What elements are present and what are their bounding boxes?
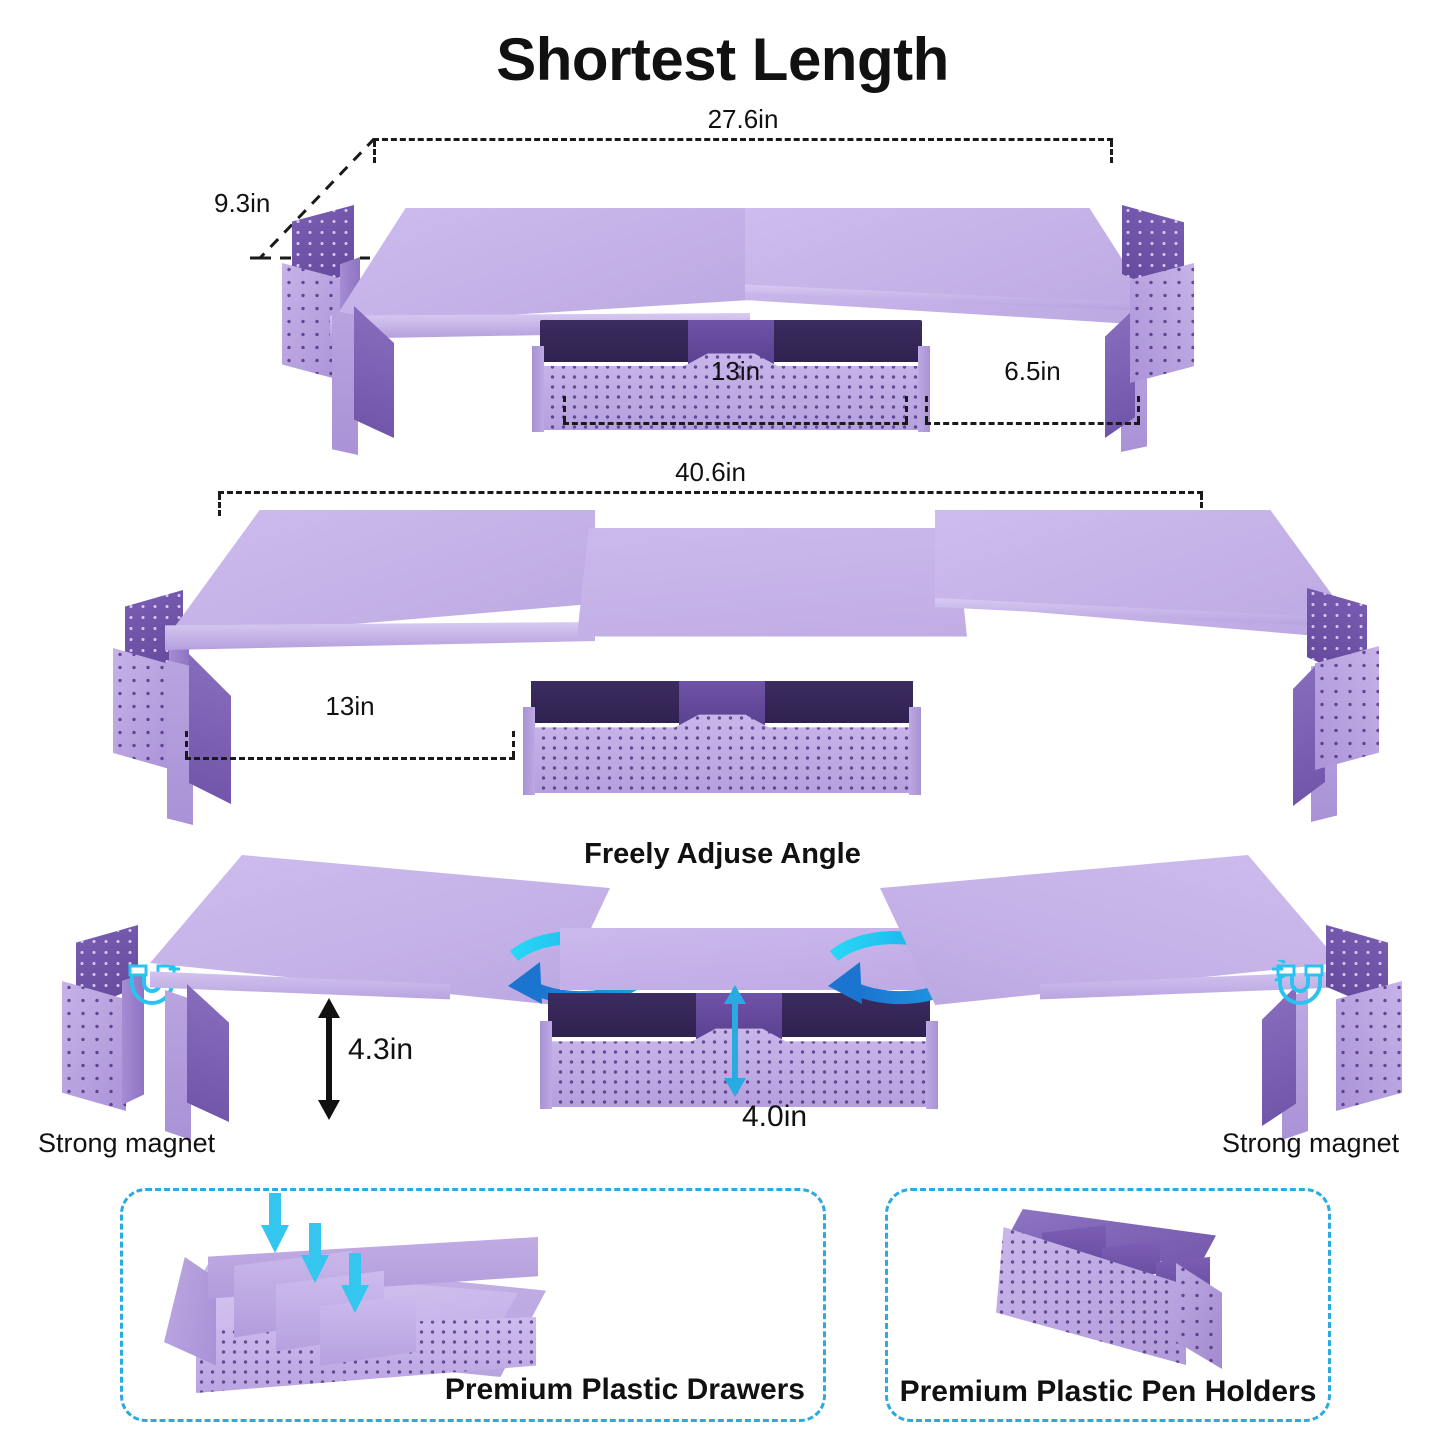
- pen-holder-left: [282, 205, 360, 381]
- dim-height-4-0: [722, 985, 748, 1102]
- dim-width-40-6-label: 40.6in: [675, 457, 746, 487]
- pen-holder-icon: [980, 1205, 1260, 1385]
- page-title: Shortest Length: [496, 26, 949, 93]
- dim-width-27-6-label: 27.6in: [707, 104, 779, 134]
- pen-holder-magnet-right: [1318, 925, 1418, 1115]
- leg-left: [332, 306, 394, 455]
- dim-center-13-ext-label: 13in: [325, 691, 375, 721]
- dim-width-40-6: 40.6in: [218, 457, 1203, 516]
- feature-panel-pen-holders: Premium Plastic Pen Holders: [885, 1188, 1331, 1422]
- insert-arrow-3: [340, 1253, 370, 1320]
- dim-center-13-label: 13in: [710, 356, 761, 386]
- drawer-organizer-icon: [148, 1193, 568, 1409]
- leg-right-angled: [1262, 986, 1326, 1140]
- magnet-icon-right: [1271, 956, 1334, 1015]
- drawer-front: [536, 353, 926, 430]
- feature-caption-drawers: Premium Plastic Drawers: [444, 1373, 805, 1406]
- dim-width-27-6: 27.6in: [373, 104, 1113, 163]
- feature-panel-drawers: Premium Plastic Drawers: [120, 1188, 826, 1422]
- dim-center-13-ext: 13in: [185, 691, 515, 760]
- monitor-stand-shortest: [260, 160, 1194, 490]
- adjust-angle-heading: Freely Adjuse Angle: [584, 838, 861, 870]
- dim-height-4-3-label: 4.3in: [348, 1033, 414, 1066]
- magnet-label-right: Strong magnet: [1222, 1128, 1400, 1158]
- feature-caption-pen-holders: Premium Plastic Pen Holders: [899, 1375, 1317, 1408]
- dim-height-4-0-label: 4.0in: [742, 1100, 808, 1133]
- dim-wing-6-5: 6.5in: [925, 356, 1140, 425]
- pen-holder-magnet-left: [60, 925, 160, 1115]
- diagram-shortest-length: 27.6in 9.3in: [0, 100, 1445, 455]
- drawer-module-center-ext: [523, 673, 923, 808]
- monitor-stand-longest: [105, 510, 1379, 825]
- dim-height-4-3: [316, 998, 342, 1125]
- drawer-front-angled: [544, 1028, 934, 1107]
- deck-center-ext: [577, 528, 967, 678]
- leg-right: [1105, 308, 1167, 455]
- magnet-label-left: Strong magnet: [38, 1128, 216, 1158]
- deck-right: [745, 208, 1165, 408]
- leg-left-angled: [165, 984, 229, 1140]
- drawer-module-center: [532, 312, 932, 442]
- dim-depth-9-3: 9.3in: [214, 136, 450, 278]
- drawer-module-angled: [540, 985, 940, 1125]
- insert-arrow-2: [300, 1223, 330, 1290]
- deck-right-ext: [935, 510, 1365, 710]
- insert-arrow-1: [260, 1193, 290, 1260]
- dim-wing-6-5-label: 6.5in: [1004, 356, 1061, 386]
- deck-left-ext: [165, 510, 595, 710]
- deck-left: [330, 208, 750, 408]
- leg-left-ext: [167, 654, 231, 825]
- drawer-front-ext: [527, 714, 917, 793]
- pen-holder-right-ext: [1301, 588, 1393, 773]
- diagram-adjustable-angle: Freely Adjuse Angle: [0, 830, 1445, 1160]
- pen-holder-right: [1118, 205, 1208, 385]
- diagram-longest-length: 40.6in: [0, 455, 1445, 825]
- dim-depth-9-3-label: 9.3in: [214, 188, 271, 218]
- dim-center-13: 13in: [563, 356, 908, 425]
